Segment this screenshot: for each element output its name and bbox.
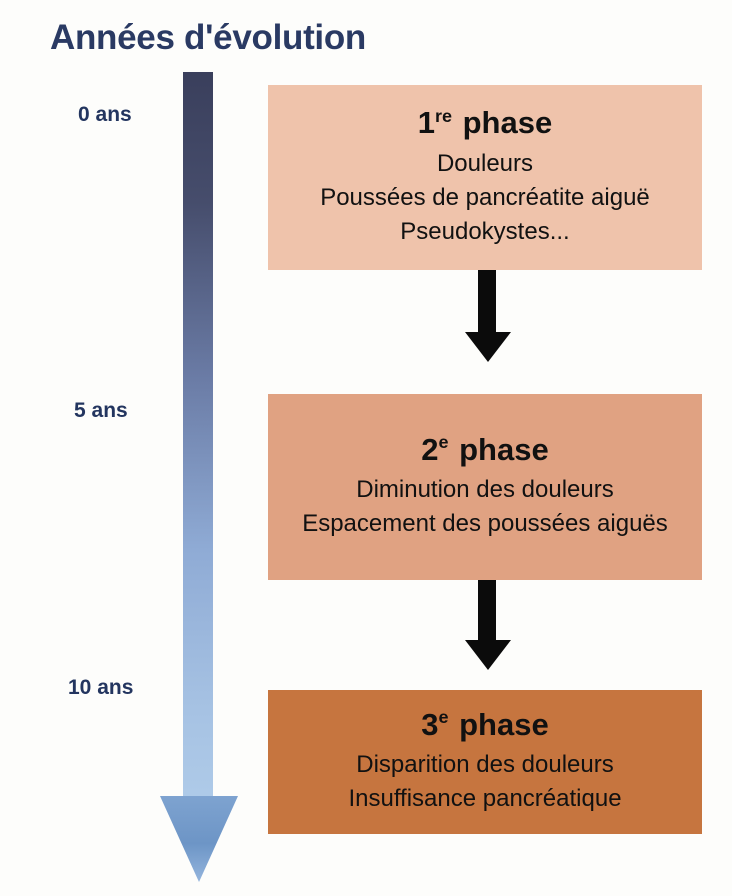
phase-2-line-1: Diminution des douleurs (356, 476, 614, 504)
timeline-arrow-head (160, 796, 238, 882)
phase-1-line-2: Poussées de pancréatite aiguë (320, 183, 650, 211)
phase-3-heading-word: phase (459, 706, 549, 742)
phase-1-heading-word: phase (462, 105, 553, 141)
phase-box-2[interactable]: 2e phase Diminution des douleurs Espacem… (268, 394, 702, 580)
year-label-5: 5 ans (74, 399, 128, 422)
phase-1-heading: 1re phase (417, 105, 553, 141)
timeline-arrow-icon (160, 72, 238, 882)
connector-arrow-2-icon (465, 580, 511, 670)
phase-2-heading-word: phase (459, 431, 549, 467)
phase-2-line-2: Espacement des poussées aiguës (302, 510, 668, 538)
connector-arrow-1-icon (465, 270, 511, 362)
phase-1-line-3: Pseudokystes... (400, 217, 570, 245)
phase-1-ordinal-suffix: re (435, 105, 452, 126)
phase-2-heading: 2e phase (421, 431, 549, 468)
phase-3-line-1: Disparition des douleurs (356, 751, 614, 779)
phase-3-ordinal-suffix: e (438, 707, 449, 728)
phase-box-1[interactable]: 1re phase Douleurs Poussées de pancréati… (268, 85, 702, 270)
phase-1-line-1: Douleurs (436, 149, 534, 177)
phase-1-ordinal-number: 1 (417, 105, 435, 141)
phase-3-line-2: Insuffisance pancréatique (348, 785, 622, 813)
year-label-10: 10 ans (68, 676, 134, 699)
phase-3-heading: 3e phase (421, 706, 549, 743)
phase-2-ordinal-suffix: e (438, 432, 449, 453)
timeline-arrow-shaft (183, 72, 213, 796)
page-title: Années d'évolution (50, 18, 367, 57)
phase-3-ordinal-number: 3 (421, 706, 439, 742)
phase-2-ordinal-number: 2 (421, 431, 439, 467)
phase-box-3[interactable]: 3e phase Disparition des douleurs Insuff… (268, 690, 702, 834)
year-label-0: 0 ans (78, 103, 132, 126)
